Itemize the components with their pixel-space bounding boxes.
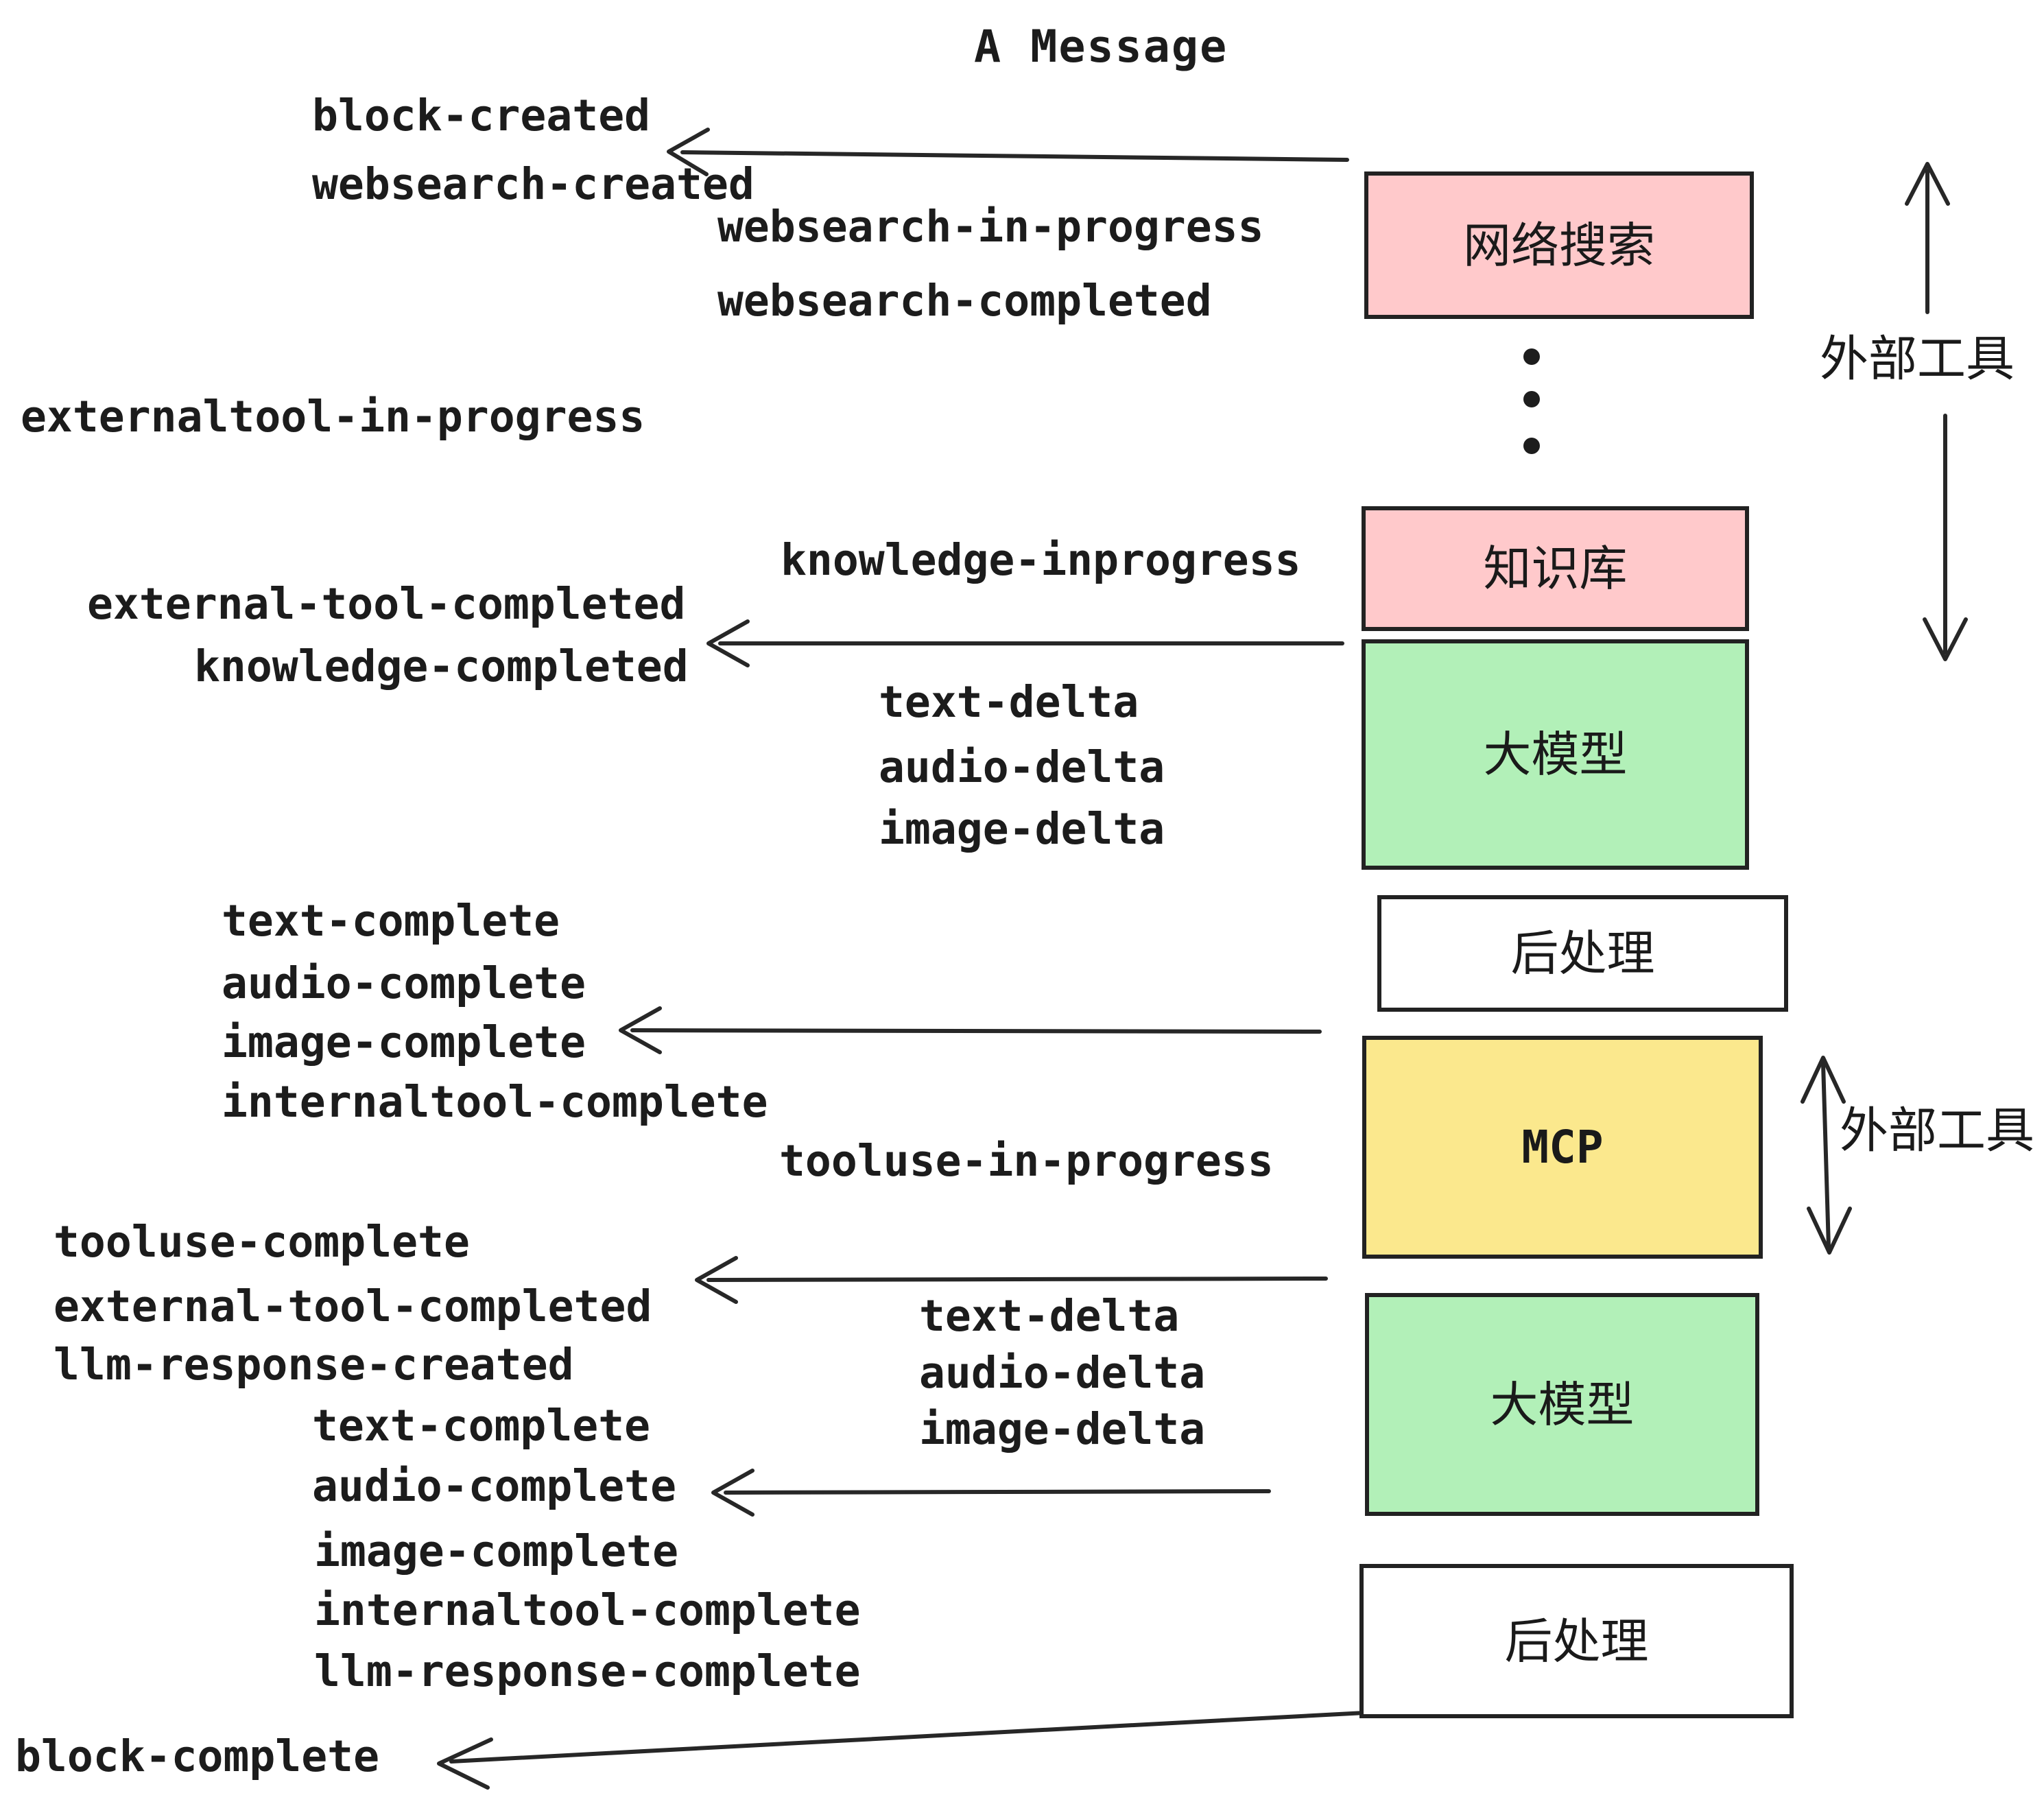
box-llm-2: 大模型 [1365,1293,1759,1516]
event-audio-complete: audio-complete [222,958,586,1009]
event-image-delta-2: image-delta [919,1404,1206,1455]
event-block-complete: block-complete [15,1731,380,1782]
event-tooluse-in-progress: tooluse-in-progress [779,1136,1274,1187]
event-audio-complete-2: audio-complete [312,1461,677,1512]
box-knowledge-base: 知识库 [1362,506,1749,631]
box-websearch-label: 网络搜索 [1463,217,1655,274]
event-internaltool-complete-2: internaltool-complete [314,1585,861,1636]
box-llm-1: 大模型 [1362,639,1749,870]
box-websearch: 网络搜索 [1364,171,1754,319]
external-tool-label-top: 外部工具 [1820,330,2015,388]
box-postprocess-2-label: 后处理 [1504,1613,1649,1670]
external-tool-down-arrow-icon [1923,414,1968,661]
arrow-knowledge-completed-icon [706,619,1344,667]
event-image-complete: image-complete [222,1017,586,1068]
event-websearch-created: websearch-created [312,159,754,210]
arrow-block-complete-icon [437,1711,1367,1790]
event-image-delta: image-delta [879,804,1165,855]
event-llm-response-created: llm-response-created [54,1340,574,1390]
box-postprocess-1-label: 后处理 [1510,925,1655,982]
box-llm-1-label: 大模型 [1483,726,1628,783]
event-internaltool-complete: internaltool-complete [222,1077,768,1128]
event-block-created: block-created [312,91,651,141]
arrow-image-complete-icon [619,1006,1322,1054]
event-websearch-completed: websearch-completed [717,276,1212,327]
box-llm-2-label: 大模型 [1490,1376,1635,1433]
event-external-tool-completed: external-tool-completed [87,579,686,630]
event-external-tool-completed-2: external-tool-completed [54,1281,652,1332]
event-websearch-in-progress: websearch-in-progress [717,202,1264,252]
event-llm-response-complete: llm-response-complete [314,1646,861,1697]
event-knowledge-inprogress: knowledge-inprogress [781,535,1301,586]
arrow-block-created-icon [667,128,1349,176]
event-knowledge-completed: knowledge-completed [194,641,689,692]
box-mcp: MCP [1362,1036,1763,1259]
ellipsis-dots-icon [1523,348,1540,454]
box-mcp-label: MCP [1521,1120,1604,1174]
event-text-complete-2: text-complete [312,1401,651,1451]
event-audio-delta: audio-delta [879,742,1165,793]
box-postprocess-2: 后处理 [1359,1564,1794,1718]
external-tool-up-arrow-icon [1905,162,1950,314]
event-image-complete-2: image-complete [314,1526,679,1577]
external-tool-label-mcp: 外部工具 [1840,1102,2035,1159]
event-tooluse-complete: tooluse-complete [54,1217,470,1268]
event-text-delta-2: text-delta [919,1291,1180,1342]
box-knowledge-base-label: 知识库 [1483,541,1628,597]
page-title: A Message [974,21,1228,73]
event-text-delta: text-delta [879,677,1139,728]
arrow-audio-complete-icon [711,1469,1271,1517]
event-text-complete: text-complete [222,896,560,947]
event-externaltool-in-progress: externaltool-in-progress [21,392,645,442]
box-postprocess-1: 后处理 [1377,895,1788,1012]
event-audio-delta-2: audio-delta [919,1348,1206,1399]
